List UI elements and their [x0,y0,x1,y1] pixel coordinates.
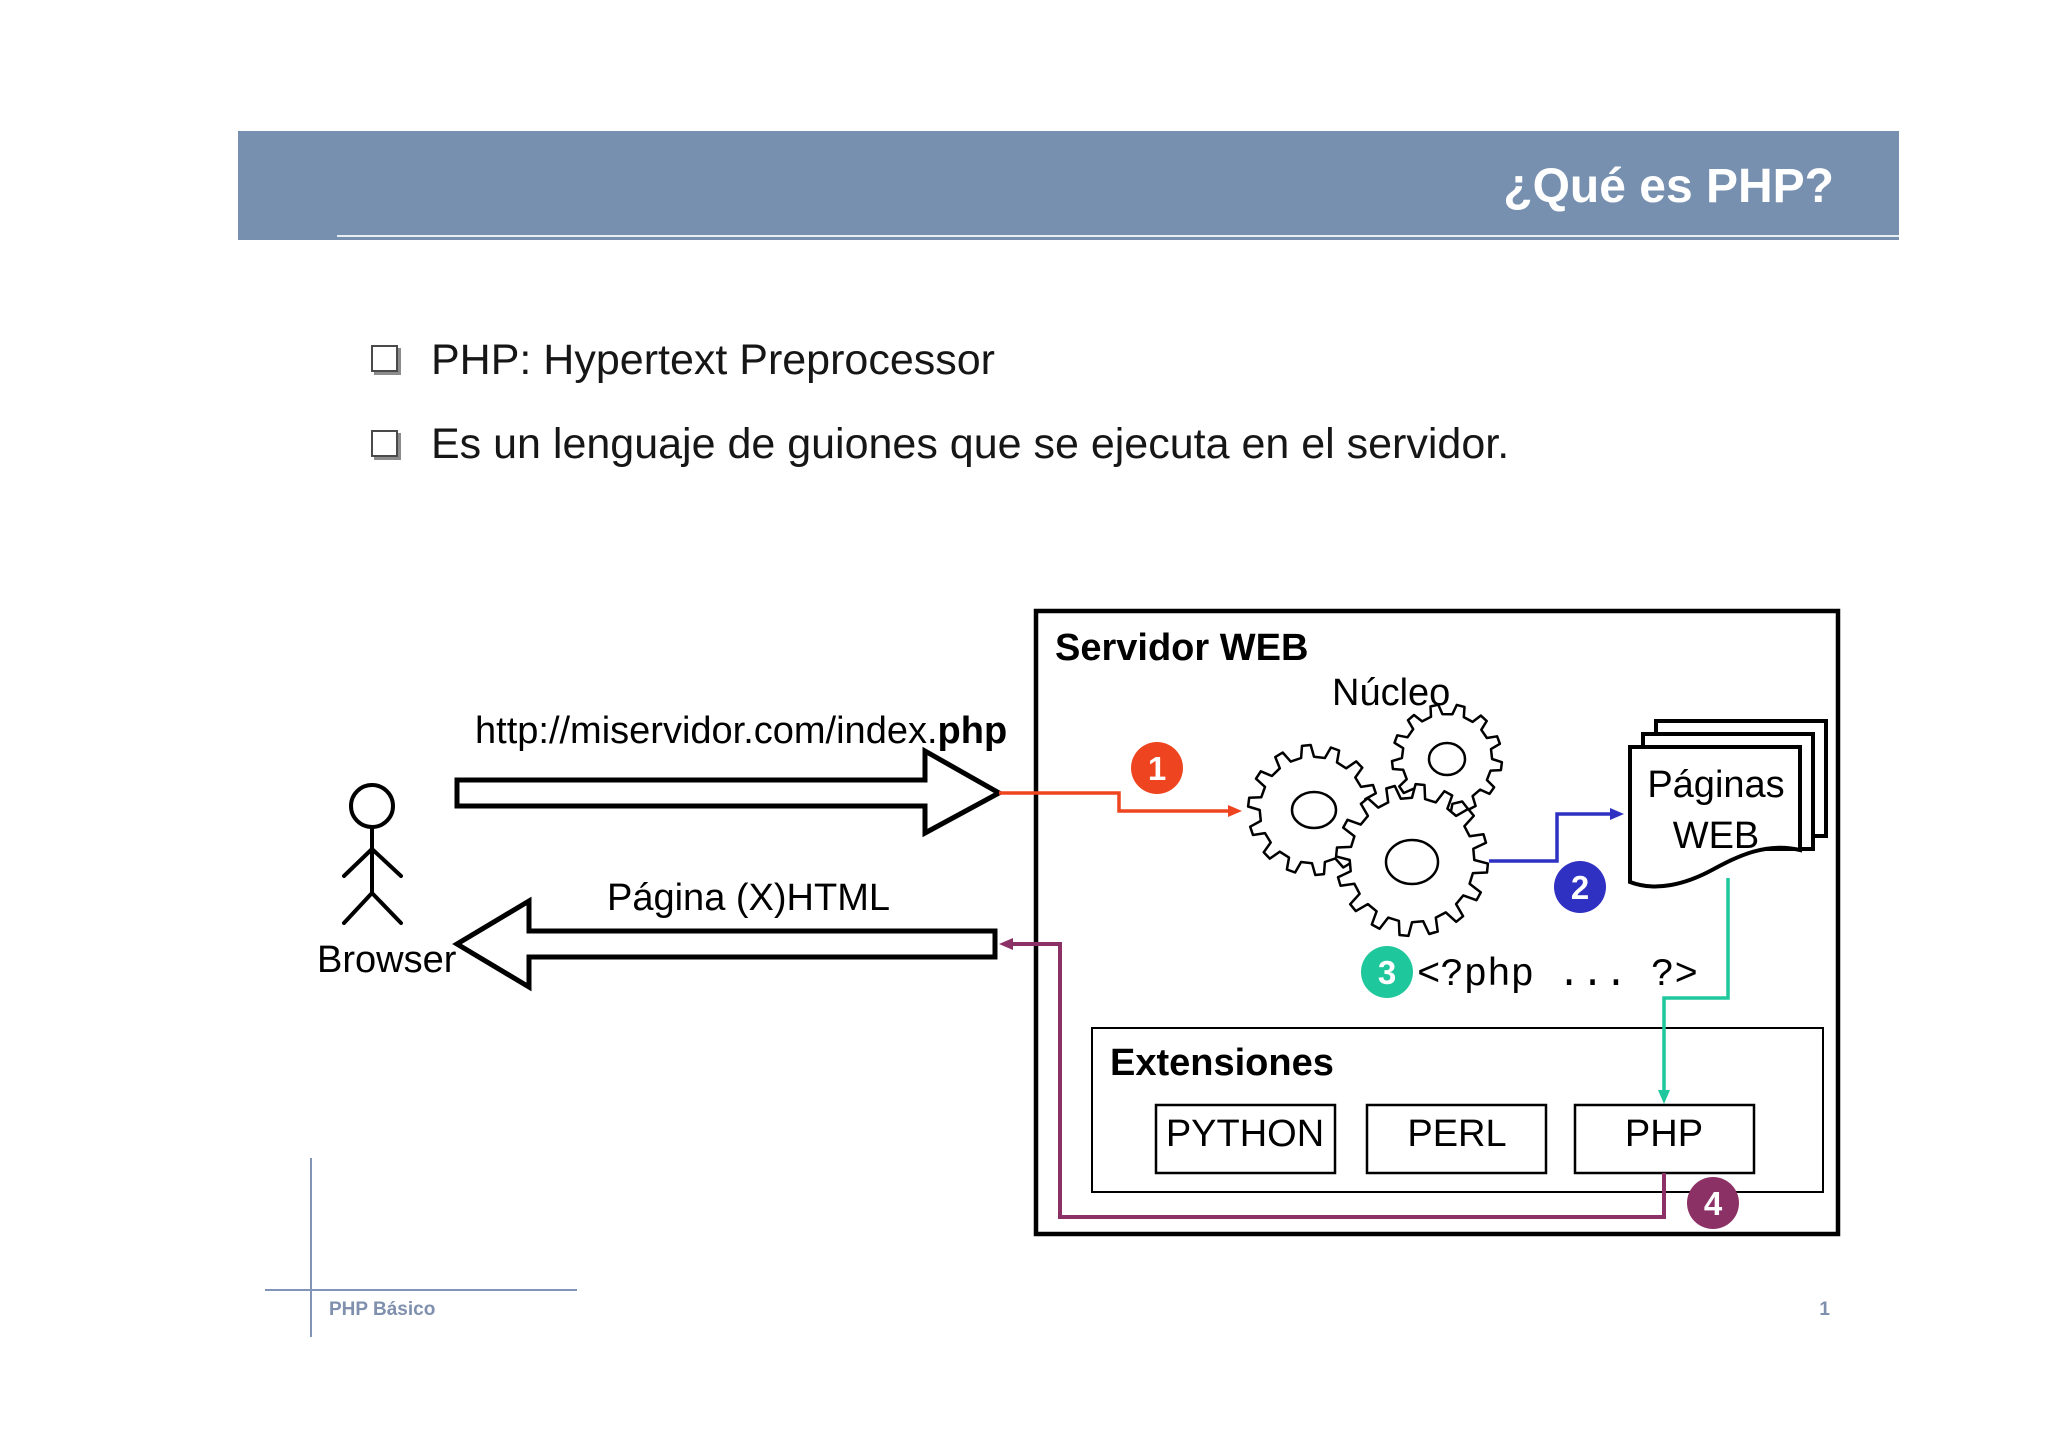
stick-figure-head [349,783,395,829]
gear-hole [1384,838,1440,886]
stick-figure-left-arm [342,847,374,878]
step-3-circle [1361,946,1413,998]
module-php-label: PHP [1625,1113,1703,1155]
step-4-flow-line [999,938,1666,1219]
step-1-flow-line [999,791,1242,817]
title-bar: ¿Qué es PHP? [238,131,1899,240]
request-url-extension: php [938,710,1008,752]
stick-figure-icon [342,783,403,925]
web-pages-label-line1: Páginas [1647,764,1784,806]
php-code-snippet: <?php ... ?> [1417,953,1698,997]
step-3-flow-line [1658,878,1730,1104]
document-stack-icon [1628,719,1828,889]
step-1-badge: 1 [1131,742,1183,794]
title-underline [337,235,1899,237]
response-arrow [452,896,998,992]
stick-figure-left-leg [342,891,374,925]
bullet-text: PHP: Hypertext Preprocessor [431,336,995,384]
bullet-text: Es un lenguaje de guiones que se ejecuta… [431,420,1510,468]
step-3-number: 3 [1378,954,1396,991]
web-pages-label-line2: WEB [1673,815,1760,857]
checkbox-square-icon [371,345,398,372]
bullet-item: PHP: Hypertext Preprocessor [371,335,1871,385]
extensions-title: Extensiones [1110,1042,1334,1084]
step-2-badge: 2 [1554,861,1606,913]
checkbox-square-icon [371,430,398,457]
browser-label: Browser [317,939,457,981]
footer-course-name: PHP Básico [329,1299,435,1320]
step-2-circle [1554,861,1606,913]
step-1-number: 1 [1148,750,1166,787]
web-server-box [1033,608,1841,1237]
web-server-title: Servidor WEB [1055,627,1308,669]
bullet-item: Es un lenguaje de guiones que se ejecuta… [371,419,1871,469]
step-4-badge: 4 [1687,1177,1739,1229]
request-arrow [454,746,1005,838]
module-perl-label: PERL [1407,1113,1506,1155]
document-page-front [1628,745,1802,889]
footer-page-number: 1 [1819,1299,1830,1320]
module-python-label: PYTHON [1166,1113,1324,1155]
gears-icon [1246,703,1504,938]
step-2-flow-line [1489,808,1624,863]
module-php-box [1573,1103,1756,1175]
module-perl-box [1365,1103,1548,1175]
response-label: Página (X)HTML [607,877,890,919]
gear-hole [1427,741,1467,777]
stick-figure-right-leg [370,891,403,925]
module-python-box [1154,1103,1337,1175]
step-3-badge: 3 [1361,946,1413,998]
request-url: http://miservidor.com/index.php [475,710,1007,752]
step-4-circle [1687,1177,1739,1229]
step-4-number: 4 [1704,1185,1723,1222]
request-url-prefix: http://miservidor.com/index. [475,710,938,752]
gear-hole [1290,790,1338,830]
extensions-box [1091,1027,1824,1193]
step-2-number: 2 [1571,869,1589,906]
stick-figure-right-arm [370,847,403,878]
slide-title: ¿Qué es PHP? [1503,160,1834,213]
step-1-circle [1131,742,1183,794]
